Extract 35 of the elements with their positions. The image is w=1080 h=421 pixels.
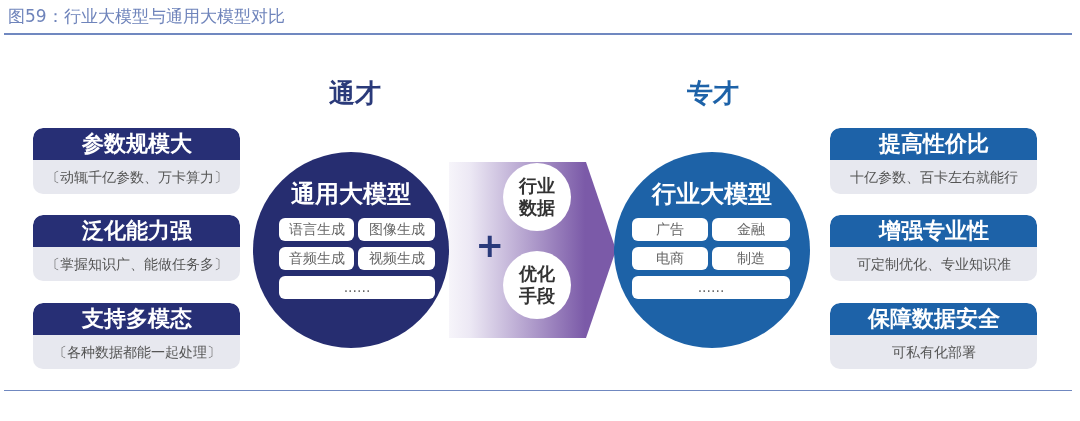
feature-card xyxy=(33,215,240,281)
feature-card xyxy=(830,128,1037,194)
card-heading: 泛化能力强 xyxy=(33,215,240,247)
category-pill: ...... xyxy=(279,276,435,299)
category-pill: 电商 xyxy=(632,247,708,270)
card-description: 〔掌握知识广、能做任务多〕 xyxy=(44,255,229,274)
feature-card xyxy=(830,215,1037,281)
card-heading: 增强专业性 xyxy=(830,215,1037,247)
card-description: 十亿参数、百卡左右就能行 xyxy=(848,168,1019,187)
category-pill: 广告 xyxy=(632,218,708,241)
feature-card xyxy=(33,128,240,194)
card-heading: 保障数据安全 xyxy=(830,303,1037,335)
category-pill: 语言生成 xyxy=(279,218,354,241)
card-heading: 支持多模态 xyxy=(33,303,240,335)
category-pill: 制造 xyxy=(712,247,790,270)
chevron-arrow xyxy=(449,162,616,338)
card-heading: 参数规模大 xyxy=(33,128,240,160)
feature-card xyxy=(830,303,1037,369)
feature-card xyxy=(33,303,240,369)
card-description: 可私有化部署 xyxy=(890,343,977,362)
category-pill: 视频生成 xyxy=(358,247,435,270)
figure-title: 图59：行业大模型与通用大模型对比 xyxy=(8,5,285,28)
card-description: 〔各种数据都能一起处理〕 xyxy=(51,343,222,362)
category-pill: 金融 xyxy=(712,218,790,241)
circle-heading: 通用大模型 xyxy=(290,179,412,210)
plus-sign: + xyxy=(475,225,504,265)
column-heading: 通才 xyxy=(329,76,381,110)
category-pill: ...... xyxy=(632,276,790,299)
card-heading: 提高性价比 xyxy=(830,128,1037,160)
card-description: 可定制优化、专业知识准 xyxy=(855,255,1012,274)
column-heading: 专才 xyxy=(687,76,739,110)
card-description: 〔动辄千亿参数、万卡算力〕 xyxy=(44,168,229,187)
circle-heading: 行业大模型 xyxy=(650,179,773,210)
category-pill: 音频生成 xyxy=(279,247,354,270)
category-pill: 图像生成 xyxy=(358,218,435,241)
